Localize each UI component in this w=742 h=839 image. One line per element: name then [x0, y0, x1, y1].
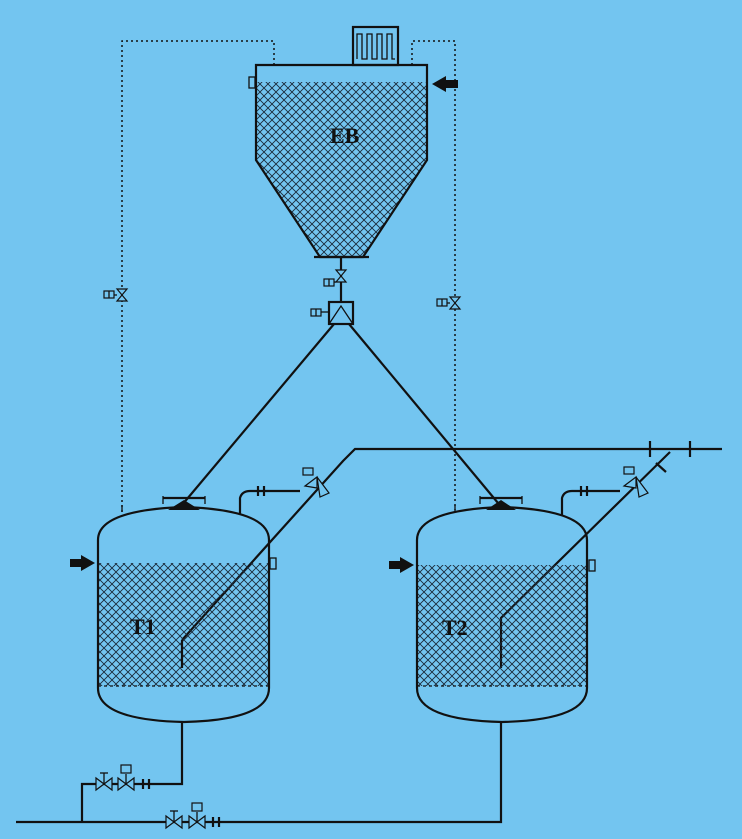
vent-line-t1 [121, 40, 275, 512]
tank-t2-level-sensor [588, 559, 596, 572]
tank-t2-fill [417, 565, 587, 686]
tank-t2-inlet-arrow-icon [389, 557, 414, 573]
tank-t1-outline [96, 505, 271, 724]
tank-t2-outline [415, 505, 589, 724]
vent-valve-t2 [436, 296, 462, 310]
tank-t1-label: T1 [130, 614, 156, 639]
tank-t1-level-sensor [269, 557, 277, 570]
tank-t2-label: T2 [442, 615, 468, 640]
tank-t1-feed-valve [302, 467, 330, 498]
tank-t1-fill [98, 563, 269, 686]
hopper-outlet-valve [323, 257, 348, 302]
hopper-level-sensor [248, 76, 256, 89]
hopper-fill [256, 82, 427, 257]
tank-t1-inlet-arrow-icon [70, 555, 95, 571]
main-outlet-valves [165, 802, 221, 830]
diverter-valve [310, 300, 355, 326]
vent-valve-t1 [103, 288, 129, 302]
tank-t2: T2 [389, 486, 620, 724]
tank-t1: T1 [70, 486, 300, 724]
transfer-pipe-t2 [348, 323, 499, 504]
header-pipe [181, 447, 722, 641]
heater-coil-icon [356, 33, 395, 60]
hopper-label: EB [330, 123, 360, 148]
outlet-pipe-t2 [16, 722, 503, 824]
tank-t2-feed-valve [622, 466, 649, 498]
t1-outlet-valves [95, 764, 151, 792]
hopper-eb: EB [248, 25, 458, 259]
transfer-pipe-t1 [181, 323, 335, 506]
vent-line-t2 [411, 40, 456, 510]
outlet-pipe-t1 [80, 722, 184, 822]
hopper-inlet-arrow-icon [432, 76, 458, 92]
